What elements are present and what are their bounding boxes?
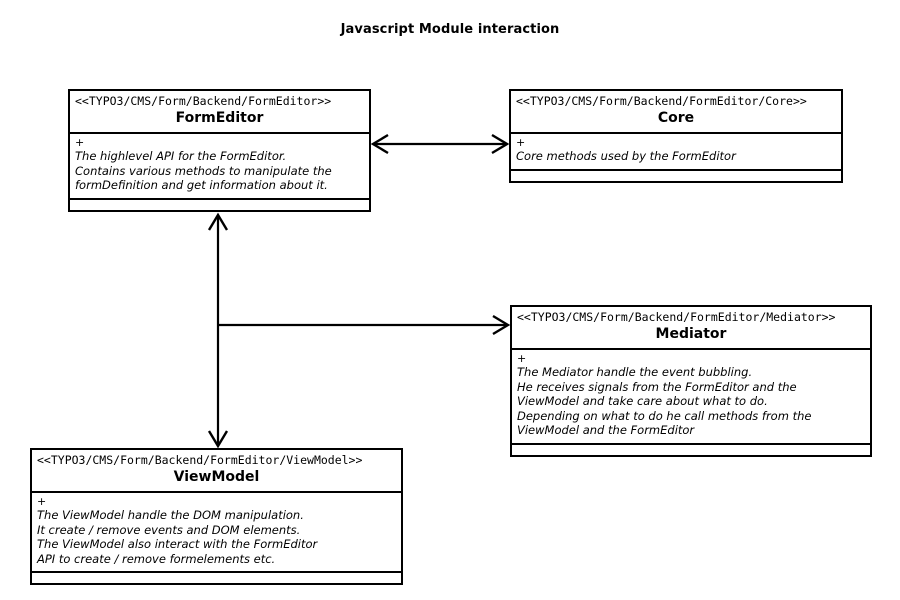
uml-body-formeditor: + The highlevel API for the FormEditor. … <box>70 134 369 200</box>
uml-class-mediator[interactable]: <<TYPO3/CMS/Form/Backend/FormEditor/Medi… <box>510 305 872 457</box>
uml-class-name-core: Core <box>657 110 695 126</box>
uml-description-line: API to create / remove formelements etc. <box>37 551 276 566</box>
connector-formeditor-viewmodel <box>207 212 229 449</box>
uml-description-line: ViewModel and take care about what to do… <box>517 394 768 408</box>
page-title: Javascript Module interaction <box>340 22 560 37</box>
uml-description-line: The ViewModel handle the DOM manipulatio… <box>37 508 304 522</box>
uml-body-mediator: + The Mediator handle the event bubbling… <box>512 350 870 445</box>
uml-stereotype-viewmodel: <<TYPO3/CMS/Form/Backend/FormEditor/View… <box>37 453 363 467</box>
uml-description-line: The Mediator handle the event bubbling. <box>517 365 753 379</box>
uml-header-core: <<TYPO3/CMS/Form/Backend/FormEditor/Core… <box>511 91 841 134</box>
uml-description-line: He receives signals from the FormEditor … <box>517 379 797 394</box>
uml-body-core: + Core methods used by the FormEditor <box>511 134 841 171</box>
uml-description-line: Contains various methods to manipulate t… <box>75 163 332 178</box>
uml-body-viewmodel: + The ViewModel handle the DOM manipulat… <box>32 493 401 573</box>
uml-class-formeditor[interactable]: <<TYPO3/CMS/Form/Backend/FormEditor>> Fo… <box>68 89 371 212</box>
uml-visibility-core: + <box>516 136 526 149</box>
uml-stereotype-core: <<TYPO3/CMS/Form/Backend/FormEditor/Core… <box>516 94 807 108</box>
uml-class-name-viewmodel: ViewModel <box>173 469 260 485</box>
uml-description-line: The highlevel API for the FormEditor. <box>75 149 287 163</box>
uml-stereotype-formeditor: <<TYPO3/CMS/Form/Backend/FormEditor>> <box>75 94 332 108</box>
uml-footer-mediator <box>512 445 870 455</box>
uml-visibility-mediator: + <box>517 352 527 365</box>
uml-footer-core <box>511 171 841 181</box>
uml-description-line: Core methods used by the FormEditor <box>516 149 736 163</box>
uml-class-name-formeditor: FormEditor <box>175 110 264 126</box>
uml-description-line: It create / remove events and DOM elemen… <box>37 522 301 537</box>
uml-header-formeditor: <<TYPO3/CMS/Form/Backend/FormEditor>> Fo… <box>70 91 369 134</box>
uml-description-line: ViewModel and the FormEditor <box>517 423 695 437</box>
uml-visibility-viewmodel: + <box>37 495 47 508</box>
uml-class-viewmodel[interactable]: <<TYPO3/CMS/Form/Backend/FormEditor/View… <box>30 448 403 585</box>
connector-formeditor-core <box>370 133 510 155</box>
uml-description-line: The ViewModel also interact with the For… <box>37 537 318 551</box>
uml-header-viewmodel: <<TYPO3/CMS/Form/Backend/FormEditor/View… <box>32 450 401 493</box>
uml-visibility-formeditor: + <box>75 136 85 149</box>
uml-footer-viewmodel <box>32 573 401 583</box>
uml-footer-formeditor <box>70 200 369 210</box>
uml-class-name-mediator: Mediator <box>655 326 727 342</box>
connector-mediator <box>218 314 511 336</box>
uml-class-core[interactable]: <<TYPO3/CMS/Form/Backend/FormEditor/Core… <box>509 89 843 183</box>
uml-description-line: formDefinition and get information about… <box>75 178 328 192</box>
uml-stereotype-mediator: <<TYPO3/CMS/Form/Backend/FormEditor/Medi… <box>517 310 836 324</box>
uml-header-mediator: <<TYPO3/CMS/Form/Backend/FormEditor/Medi… <box>512 307 870 350</box>
uml-description-line: Depending on what to do he call methods … <box>517 408 812 423</box>
